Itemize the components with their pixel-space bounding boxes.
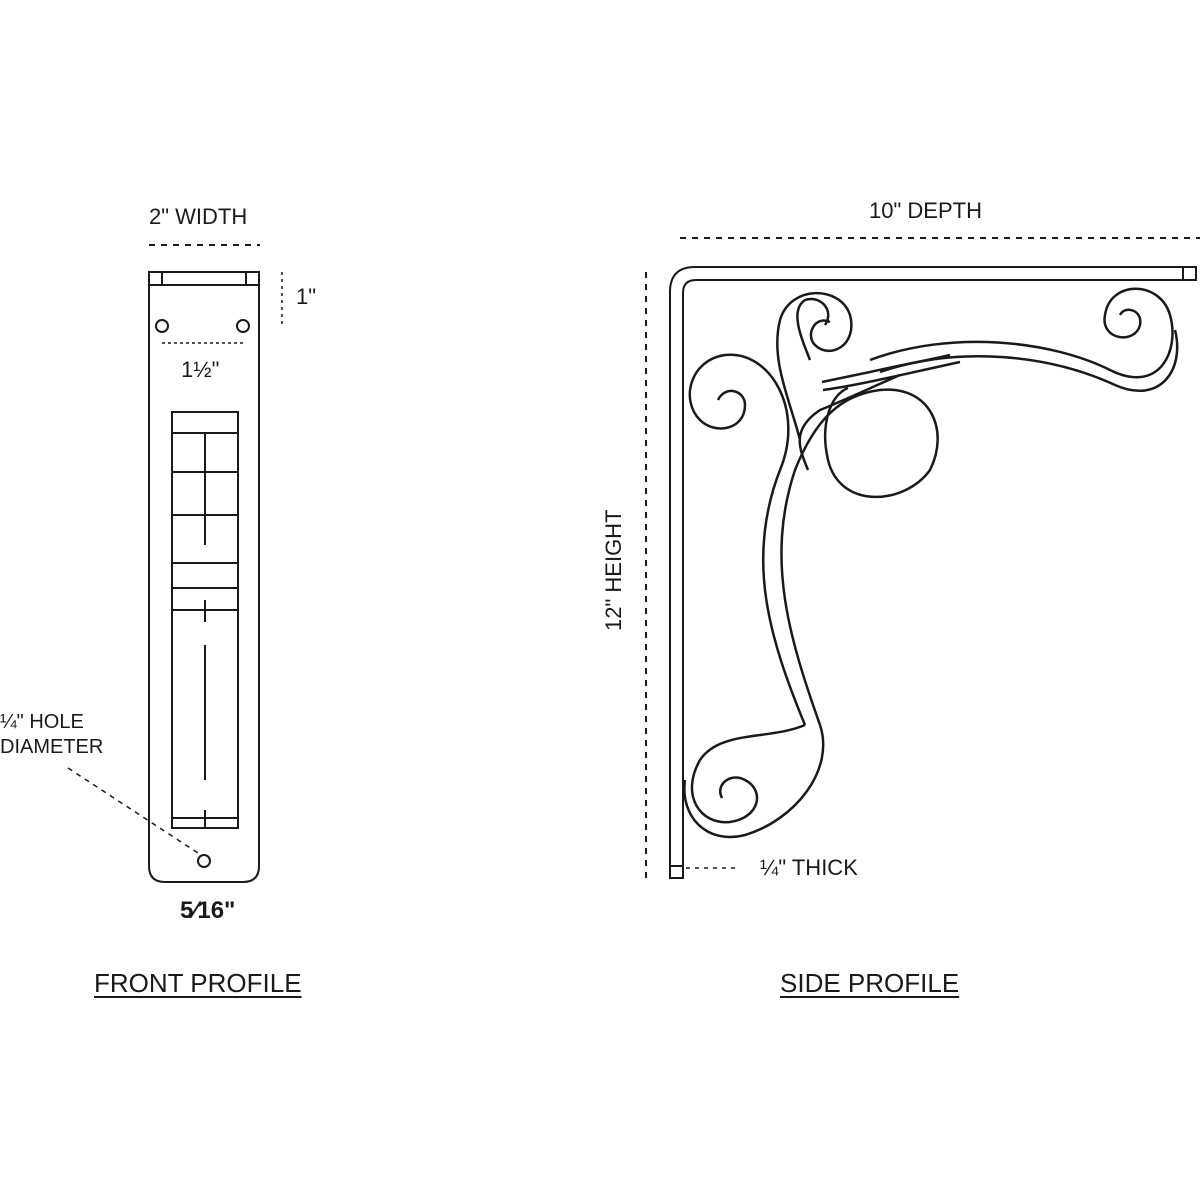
top-dimension-label: 1" <box>296 284 317 309</box>
front-plate-outline <box>148 271 260 883</box>
hole-spacing-label: 1½" <box>181 357 220 382</box>
width-label: 2" WIDTH <box>149 204 248 229</box>
hole-diameter-label-line2: DIAMETER <box>0 736 104 758</box>
hole-leader-line <box>67 767 199 854</box>
thick-label: ¼" THICK <box>760 855 858 880</box>
depth-label: 10" DEPTH <box>869 198 982 223</box>
mounting-hole-left <box>155 319 169 333</box>
side-profile-title: SIDE PROFILE <box>780 968 960 998</box>
bracket-frame <box>669 266 1197 866</box>
bottom-mounting-hole <box>197 854 211 868</box>
height-label: 12" HEIGHT <box>601 509 626 631</box>
decorative-scroll <box>683 287 1179 839</box>
front-profile-drawing <box>67 244 283 883</box>
hole-diameter-label-line1: ¼" HOLE <box>0 711 84 733</box>
plate-thickness-label: 5⁄16" <box>180 897 236 924</box>
front-profile-title: FRONT PROFILE <box>94 968 302 998</box>
mounting-hole-right <box>236 319 250 333</box>
side-profile-drawing <box>645 237 1200 879</box>
